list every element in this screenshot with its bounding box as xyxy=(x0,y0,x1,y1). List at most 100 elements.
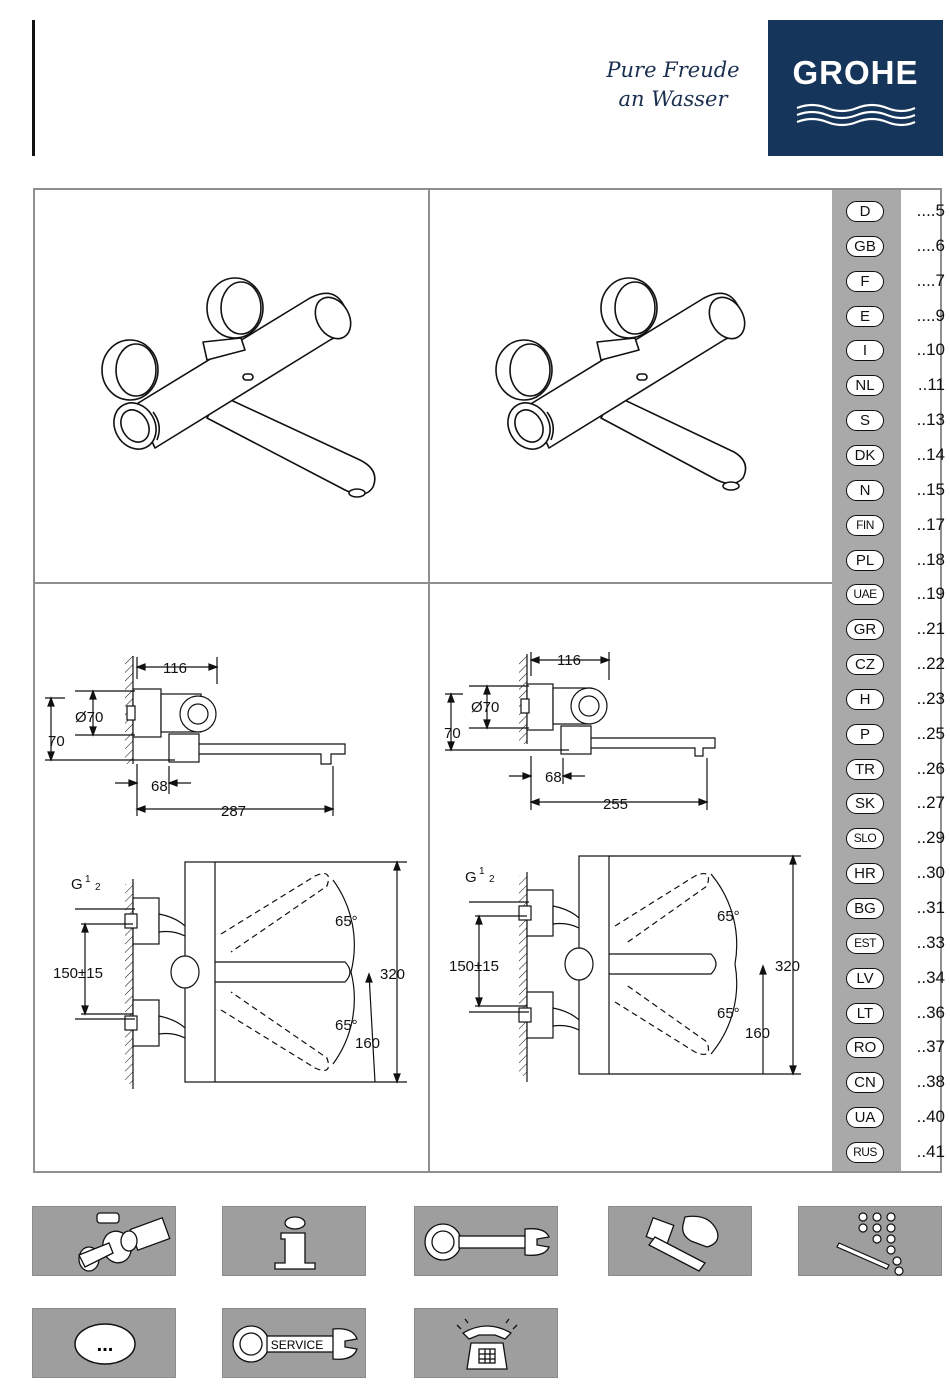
dim-spacing: 150±15 xyxy=(449,958,499,975)
language-page-number: ..22 xyxy=(916,654,945,674)
dim-angle-top: 65° xyxy=(717,908,740,925)
installation-icon xyxy=(78,1212,171,1272)
language-page-number: ..33 xyxy=(916,932,945,952)
language-row-cz[interactable]: CZ ..22 xyxy=(832,646,945,681)
language-code-badge: F xyxy=(846,270,884,292)
language-row-pl[interactable]: PL..18 xyxy=(832,542,945,577)
dim-offset: 68 xyxy=(545,769,562,786)
language-row-f[interactable]: F ....7 xyxy=(832,263,945,298)
language-code-badge: LT xyxy=(846,1002,884,1024)
language-code-badge: H xyxy=(846,688,884,710)
dim-thread-num: 1 xyxy=(85,874,91,885)
language-row-s[interactable]: S..13 xyxy=(832,402,945,437)
language-row-gb[interactable]: GB ....6 xyxy=(832,228,945,263)
language-code-badge: I xyxy=(846,340,884,362)
slogan-line-1: Pure Freude xyxy=(606,58,740,82)
language-page-number: ..10 xyxy=(916,340,945,360)
language-code-badge: P xyxy=(846,723,884,745)
language-code-badge: S xyxy=(846,410,884,432)
language-row-gr[interactable]: GR..21 xyxy=(832,611,945,646)
language-page-number: ....9 xyxy=(916,305,945,325)
language-row-fin[interactable]: FIN..17 xyxy=(832,507,945,542)
language-code-badge: EST xyxy=(846,932,884,954)
language-row-hr[interactable]: HR ..30 xyxy=(832,855,945,890)
language-page-number: ..23 xyxy=(916,688,945,708)
dim-total-height: 320 xyxy=(380,966,405,983)
contact-tool[interactable] xyxy=(414,1308,558,1378)
language-row-uae[interactable]: UAE..19 xyxy=(832,576,945,611)
language-code-badge: GB xyxy=(846,235,884,257)
language-page-number: ....6 xyxy=(916,235,945,255)
language-page-number: ..19 xyxy=(916,584,945,604)
dim-spacing: 150±15 xyxy=(53,965,103,982)
dim-thread-den: 2 xyxy=(95,882,101,893)
dim-height: 70 xyxy=(444,725,461,742)
language-row-dk[interactable]: DK..14 xyxy=(832,437,945,472)
illustration-frame xyxy=(33,188,942,1173)
telephone-icon xyxy=(456,1318,518,1370)
language-row-lv[interactable]: LV..34 xyxy=(832,960,945,995)
language-row-p[interactable]: P..25 xyxy=(832,716,945,751)
cleaning-tool[interactable] xyxy=(798,1206,942,1276)
language-row-d[interactable]: D ....5 xyxy=(832,193,945,228)
beads-cleaning-icon xyxy=(836,1212,904,1276)
dim-length: 255 xyxy=(603,796,628,813)
language-row-i[interactable]: I ..10 xyxy=(832,332,945,367)
more-tool[interactable]: ... xyxy=(32,1308,176,1378)
language-page-number: ..36 xyxy=(916,1002,945,1022)
dim-angle-top: 65° xyxy=(335,913,358,930)
language-row-ua[interactable]: UA..40 xyxy=(832,1099,945,1134)
language-code-badge: BG xyxy=(846,898,884,919)
information-tool[interactable] xyxy=(222,1206,366,1276)
operation-tool[interactable] xyxy=(608,1206,752,1276)
language-code-badge: RO xyxy=(846,1037,884,1059)
slogan: Pure Freude an Wasser xyxy=(598,56,748,114)
brand-logo: GROHE xyxy=(768,20,943,156)
language-row-slo[interactable]: SLO..29 xyxy=(832,820,945,855)
language-page-number: ....7 xyxy=(916,270,945,290)
language-code-badge: LV xyxy=(846,967,884,989)
installation-tool[interactable] xyxy=(32,1206,176,1276)
service-wrench-icon: SERVICE xyxy=(232,1325,358,1363)
dim-thread-num: 1 xyxy=(479,866,485,877)
service-tool[interactable]: SERVICE xyxy=(222,1308,366,1378)
language-row-bg[interactable]: BG..31 xyxy=(832,890,945,925)
language-page-number: ..27 xyxy=(916,793,945,813)
dim-total-height: 320 xyxy=(775,958,800,975)
faucet-illustration-long xyxy=(101,277,376,498)
slogan-line-2: an Wasser xyxy=(618,87,728,111)
language-row-rus[interactable]: RUS ..41 xyxy=(832,1134,945,1169)
language-row-nl[interactable]: NL..11 xyxy=(832,367,945,402)
language-code-badge: RUS xyxy=(846,1141,884,1163)
language-row-e[interactable]: E ....9 xyxy=(832,298,945,333)
dim-height: 70 xyxy=(48,733,65,750)
more-icon: ... xyxy=(74,1323,136,1365)
language-page-number: ..29 xyxy=(916,828,945,848)
dim-diameter: Ø70 xyxy=(471,699,499,716)
language-code-badge: E xyxy=(846,305,884,327)
more-label: ... xyxy=(97,1334,114,1356)
language-code-badge: HR xyxy=(846,863,884,885)
technical-drawing-long: 116 Ø70 70 68 287 G 1 2 150±15 65° 65° 3… xyxy=(45,656,407,1089)
language-row-tr[interactable]: TR..26 xyxy=(832,751,945,786)
language-row-sk[interactable]: SK..27 xyxy=(832,785,945,820)
language-page-number: ....5 xyxy=(916,201,945,220)
language-row-n[interactable]: N..15 xyxy=(832,472,945,507)
language-row-lt[interactable]: LT ..36 xyxy=(832,995,945,1030)
language-code-badge: CZ xyxy=(846,654,884,676)
language-code-badge: N xyxy=(846,479,884,501)
language-code-badge: D xyxy=(846,201,884,222)
dim-angle-bottom: 65° xyxy=(335,1017,358,1034)
language-page-number: ..40 xyxy=(916,1107,945,1127)
dim-length: 287 xyxy=(221,803,246,820)
language-page-number: ..41 xyxy=(916,1141,945,1161)
maintenance-tool[interactable] xyxy=(414,1206,558,1276)
language-page-number: ..14 xyxy=(916,444,945,464)
language-row-cn[interactable]: CN..38 xyxy=(832,1064,945,1099)
language-row-h[interactable]: H ..23 xyxy=(832,681,945,716)
language-row-est[interactable]: EST ..33 xyxy=(832,925,945,960)
dim-thread-den: 2 xyxy=(489,874,495,885)
language-row-ro[interactable]: RO..37 xyxy=(832,1029,945,1064)
language-page-number: ..30 xyxy=(916,863,945,883)
